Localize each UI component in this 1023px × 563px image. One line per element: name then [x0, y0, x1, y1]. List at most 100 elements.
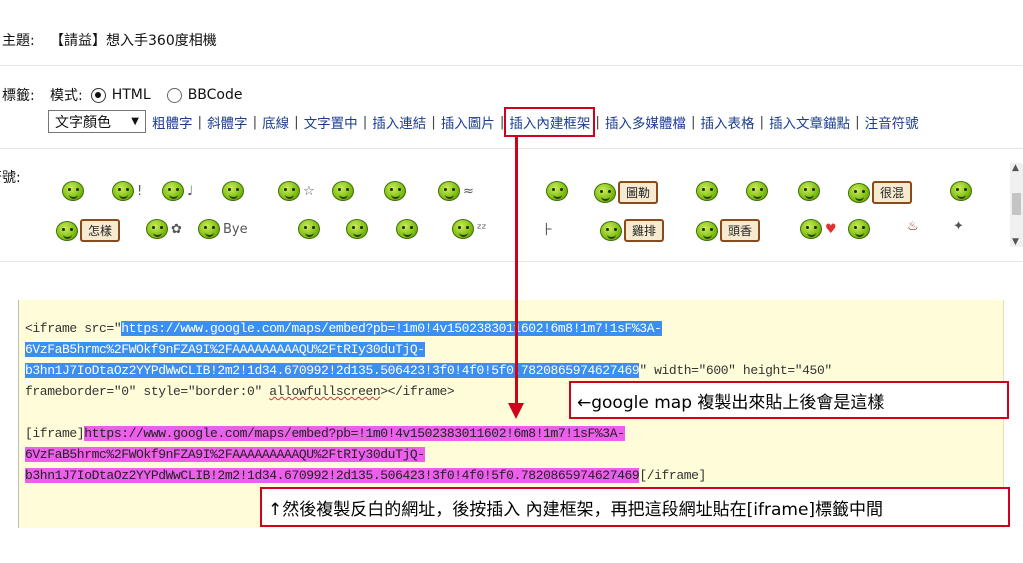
mode-html-label[interactable]: HTML — [111, 87, 151, 103]
scrollbar-thumb[interactable] — [1012, 193, 1021, 215]
tags-row: 標籤: 模式: HTML BBCode 文字顏色 ▼ 粗體字 | 斜體字 | 底… — [0, 66, 1023, 149]
subject-row: 主題: 【請益】想入手360度相機 — [0, 0, 1023, 66]
smiley-face-icon — [278, 181, 300, 201]
smiley-face-icon — [222, 181, 244, 201]
code-line: [iframe]https://www.google.com/maps/embe… — [25, 423, 625, 444]
insert-iframe-button[interactable]: 插入內建框架 — [504, 106, 596, 137]
insert-link-button[interactable]: 插入連結 — [372, 115, 427, 132]
toolbar-separator: | — [499, 113, 505, 130]
smiley-icon[interactable] — [62, 181, 84, 201]
insert-media-button[interactable]: 插入多媒體檔 — [604, 115, 686, 132]
smiley-sign-icon[interactable]: 雞排 — [600, 219, 665, 242]
smiley-icon[interactable] — [696, 181, 718, 201]
smiley-icon[interactable]: ♩ — [162, 181, 193, 201]
smiley-icon[interactable] — [222, 181, 244, 201]
mode-bbcode-radio[interactable] — [166, 87, 182, 103]
smiley-face-icon — [162, 181, 184, 201]
toolbar-separator: | — [431, 113, 436, 130]
smiley-icon[interactable]: ♨ — [904, 219, 919, 234]
subject-value[interactable]: 【請益】想入手360度相機 — [50, 33, 217, 49]
smiley-sign-text: 雞排 — [624, 219, 665, 242]
smiley-icon[interactable] — [346, 219, 368, 239]
smiley-face-icon — [146, 219, 168, 239]
code-line: frameborder="0" style="border:0" allowfu… — [25, 381, 455, 402]
smiley-icon[interactable]: ✦ — [950, 219, 964, 234]
smiley-icon[interactable]: ☆ — [278, 181, 315, 201]
smiley-face-icon — [696, 181, 718, 201]
code-line: 6VzFaB5hrmc%2FWOkf9nFZA9I%2FAAAAAAAAAQU%… — [25, 339, 425, 360]
smiley-sign-text: 頭香 — [720, 219, 761, 242]
smiley-face-icon — [384, 181, 406, 201]
smiley-sign-icon[interactable]: 很混 — [848, 181, 913, 204]
music-note-icon: ♩ — [187, 183, 194, 199]
smiley-icon[interactable] — [396, 219, 418, 239]
italic-button[interactable]: 斜體字 — [207, 115, 248, 132]
smiley-icon[interactable] — [950, 181, 972, 201]
code-text: [/iframe] — [639, 468, 706, 483]
smiley-icon[interactable]: ⺊ — [538, 219, 554, 238]
smiley-sign-icon[interactable]: 頭香 — [696, 219, 761, 242]
annotation-arrow-head-icon — [508, 403, 524, 419]
smiley-icon[interactable] — [546, 181, 568, 201]
center-text-button[interactable]: 文字置中 — [303, 115, 358, 132]
bold-button[interactable]: 粗體字 — [152, 115, 193, 132]
phonetic-symbol-button[interactable]: 注音符號 — [864, 115, 919, 132]
smiley-icon[interactable] — [848, 219, 870, 239]
text-color-select-value: 文字顏色 — [55, 114, 111, 131]
annotation-note-instructions: ↑然後複製反白的網址，後按插入 內建框架，再把這段網址貼在[iframe]標籤中… — [260, 487, 1010, 527]
smiley-row: 符號: ! ♩ ☆ ≈ 圖勒 很混 怎樣 ✿ Bye ᶻᶻ ⺊ 雞排 頭香 ♥ … — [0, 149, 1023, 262]
smiley-icon[interactable]: ᶻᶻ — [452, 219, 487, 239]
smiley-scrollbar[interactable]: ▲ ▼ — [1010, 163, 1023, 247]
insert-image-button[interactable]: 插入圖片 — [440, 115, 495, 132]
code-text: frameborder="0" style="border:0" — [25, 384, 270, 399]
toolbar-separator: | — [362, 113, 368, 130]
toolbar-separator: | — [294, 113, 299, 130]
smiley-face-icon — [198, 219, 220, 239]
star-icon: ☆ — [303, 183, 315, 199]
smiley-icon[interactable]: ✿ — [146, 219, 182, 239]
underline-button[interactable]: 底線 — [262, 115, 290, 132]
smiley-icon[interactable]: ♥ — [800, 219, 837, 239]
chevron-down-icon[interactable]: ▼ — [1012, 237, 1019, 247]
smiley-sign-text: 怎樣 — [80, 219, 121, 242]
chevron-up-icon[interactable]: ▲ — [1012, 163, 1019, 173]
annotation-note-paste: ←google map 複製出來貼上後會是這樣 — [569, 381, 1009, 419]
smiley-icon[interactable]: ≈ — [438, 181, 474, 201]
bye-text: Bye — [223, 221, 248, 237]
text-color-select[interactable]: 文字顏色 ▼ — [48, 110, 146, 133]
smiley-face-icon — [696, 220, 718, 241]
smiley-icon[interactable] — [746, 181, 768, 201]
heart-icon: ♥ — [825, 221, 837, 237]
smiley-sign-text: 很混 — [872, 181, 913, 204]
toolbar-separator: | — [197, 113, 203, 130]
smiley-icon[interactable]: Bye — [198, 219, 248, 239]
toolbar-separator: | — [595, 113, 600, 130]
smiley-icon[interactable] — [298, 219, 320, 239]
smiley-face-icon — [396, 219, 418, 239]
smiley-label: 符號: — [0, 170, 21, 186]
insert-anchor-button[interactable]: 插入文章錨點 — [769, 115, 851, 132]
smiley-icon[interactable] — [332, 181, 354, 201]
toolbar-separator: | — [855, 113, 860, 130]
toolbar-separator: | — [690, 113, 696, 130]
smiley-icon[interactable] — [384, 181, 406, 201]
mode-bbcode-label[interactable]: BBCode — [187, 87, 243, 103]
code-text: ></iframe> — [380, 384, 455, 399]
editor-toolbar: 文字顏色 ▼ 粗體字 | 斜體字 | 底線 | 文字置中 | 插入連結 | 插入… — [48, 106, 919, 137]
smiley-icon[interactable] — [798, 181, 820, 201]
sweat-icon: ≈ — [463, 183, 474, 199]
mode-html-radio[interactable] — [90, 87, 106, 103]
smiley-sign-icon[interactable]: 圖勒 — [594, 181, 659, 204]
smiley-icon[interactable]: ! — [112, 181, 142, 201]
smiley-sign-icon[interactable]: 怎樣 — [56, 219, 121, 242]
smiley-grid: ! ♩ ☆ ≈ 圖勒 很混 怎樣 ✿ Bye ᶻᶻ ⺊ 雞排 頭香 ♥ ♨ ✦ — [50, 169, 1010, 259]
mode-selector: 模式: HTML BBCode — [50, 85, 251, 105]
smiley-face-icon — [452, 219, 474, 239]
flower-icon: ✿ — [171, 221, 182, 237]
code-text: " width="600" height="450" — [639, 363, 832, 378]
selected-url-text: 6VzFaB5hrmc%2FWOkf9nFZA9I%2FAAAAAAAAAQU%… — [25, 342, 425, 357]
smiley-face-icon — [594, 182, 616, 203]
insert-table-button[interactable]: 插入表格 — [700, 115, 755, 132]
code-text: allowfullscreen — [269, 384, 381, 399]
code-line: 6VzFaB5hrmc%2FWOkf9nFZA9I%2FAAAAAAAAAQU%… — [25, 444, 425, 465]
